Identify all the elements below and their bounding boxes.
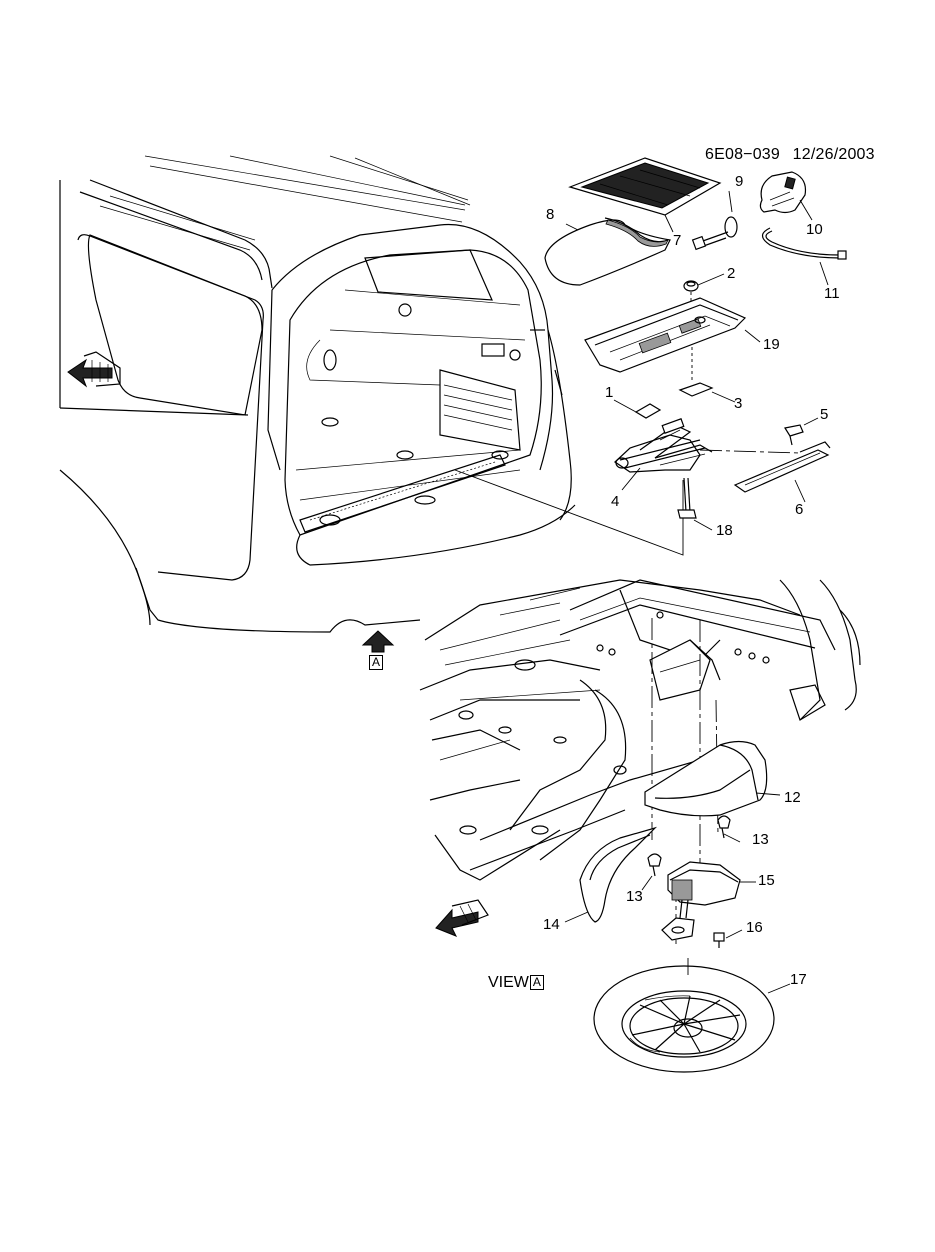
callout-19: 19 [763,336,780,353]
callout-4: 4 [611,493,620,510]
view-a-arrow-icon [361,630,395,653]
part-17-spare-wheel [593,965,775,1073]
part-1-pad [634,403,662,419]
part-13-pushpin-a [717,815,731,839]
callout-3: 3 [734,395,743,412]
part-8-bag [544,217,671,286]
callout-13b: 13 [626,888,643,905]
callout-12: 12 [784,789,801,806]
part-15-winch [661,861,741,941]
part-11-strap [761,227,847,260]
drawing-id: 6E08−039 [705,146,781,163]
part-4-jack [614,418,713,473]
part-18-rod [677,477,697,519]
part-19-tray [584,297,747,373]
callout-8: 8 [546,206,555,223]
leader-lines [564,190,829,994]
callout-17: 17 [790,971,807,988]
callout-5: 5 [820,406,829,423]
part-6-handle [733,441,831,493]
part-7-label [568,157,722,216]
part-9-key [691,216,738,251]
part-16-bolt [713,932,725,948]
front-direction-arrow-icon [67,351,121,388]
view-label-text: VIEW [488,974,529,991]
callout-2: 2 [727,265,736,282]
view-ref-box: A [529,975,544,990]
callout-14: 14 [543,916,560,933]
arrow-ref-label: A [369,655,384,671]
callout-11: 11 [824,285,840,302]
callout-10: 10 [806,221,823,238]
part-12-shield [644,740,768,817]
callout-18: 18 [716,522,733,539]
underbody-view-a-drawing [419,579,861,881]
part-13-pushpin-b [647,853,662,877]
callout-9: 9 [735,173,744,190]
drawing-date: 12/26/2003 [792,146,875,163]
callout-13a: 13 [752,831,769,848]
view-direction-arrow-icon [435,899,489,937]
callout-6: 6 [795,501,804,518]
part-5-pin [784,424,804,446]
drawing-header: 6E08−039 12/26/2003 [705,146,875,164]
callout-16: 16 [746,919,763,936]
vehicle-rear-drawing [59,155,576,633]
callout-1: 1 [605,384,614,401]
part-10-glove [759,171,807,214]
callout-7: 7 [673,232,682,249]
part-3-pad [678,382,714,397]
part-14-shield [579,826,658,923]
part-2-nut [683,280,699,292]
callout-15: 15 [758,872,775,889]
